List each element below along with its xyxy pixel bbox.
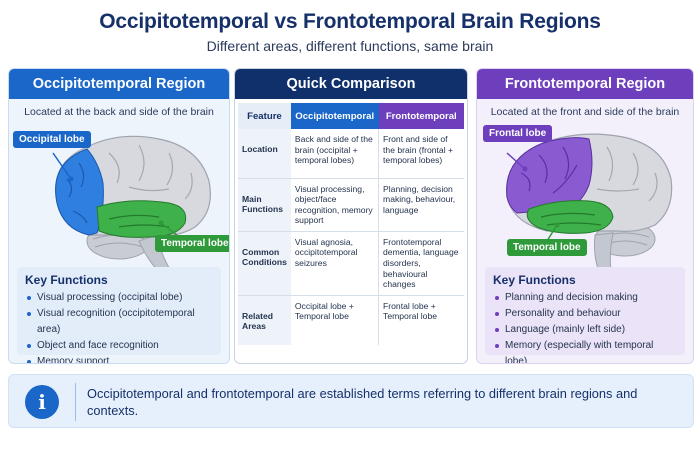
brain-icon — [506, 133, 673, 272]
list-item: Language (mainly left side) — [493, 322, 677, 338]
frontotemporal-key-functions: Key Functions Planning and decision maki… — [485, 267, 685, 363]
key-functions-title: Key Functions — [493, 273, 576, 287]
table-row: Common Conditions Visual agnosia, occipi… — [238, 231, 464, 296]
header-occipitotemporal: Occipitotemporal — [290, 103, 379, 129]
row-fro-cell: Planning, decision making, behaviour, la… — [378, 178, 464, 232]
list-item: Visual processing (occipital lobe) — [25, 290, 213, 306]
occipital-lobe-label: Occipital lobe — [13, 131, 91, 148]
key-functions-title: Key Functions — [25, 273, 108, 287]
list-item: Object and face recognition — [25, 338, 213, 354]
comparison-table: Feature Occipitotemporal Frontotemporal … — [238, 103, 464, 346]
comparison-panel: Quick Comparison Feature Occipitotempora… — [234, 68, 468, 364]
table-row: Location Back and side of the brain (occ… — [238, 129, 464, 179]
row-occ-cell: Visual agnosia, occipitotemporal seizure… — [290, 231, 380, 296]
header-frontotemporal: Frontotemporal — [378, 103, 464, 129]
row-feature: Main Functions — [242, 193, 284, 215]
frontotemporal-location: Located at the front and side of the bra… — [490, 106, 680, 118]
row-feature: Location — [242, 144, 278, 154]
comparison-panel-title: Quick Comparison — [235, 69, 467, 99]
list-item: Planning and decision making — [493, 290, 677, 306]
list-item: Memory support — [25, 354, 213, 363]
occipitotemporal-key-functions: Key Functions Visual processing (occipit… — [17, 267, 221, 363]
page-subtitle: Different areas, different functions, sa… — [206, 38, 494, 54]
frontotemporal-brain-illustration: Frontal lobe Temporal lobe — [477, 123, 693, 273]
row-fro-cell: Front and side of the brain (frontal + t… — [378, 129, 464, 179]
occipitotemporal-brain-illustration: Occipital lobe Temporal lobe — [9, 123, 229, 273]
list-item: Personality and behaviour — [493, 306, 677, 322]
brain-icon — [52, 135, 211, 272]
row-fro-cell: Frontotemporal dementia, language disord… — [378, 231, 464, 296]
frontotemporal-panel-title: Frontotemporal Region — [477, 69, 693, 99]
temporal-lobe-label-left: Temporal lobe — [155, 235, 229, 252]
header-feature: Feature — [238, 103, 291, 129]
occipitotemporal-panel: Occipitotemporal Region Located at the b… — [8, 68, 230, 364]
row-occ-cell: Visual processing, object/face recogniti… — [290, 178, 380, 232]
temporal-lobe-label-right: Temporal lobe — [507, 239, 587, 256]
occipitotemporal-location: Located at the back and side of the brai… — [24, 106, 214, 118]
row-occ-cell: Back and side of the brain (occipital + … — [290, 129, 380, 179]
footer-text: Occipitotemporal and frontotemporal are … — [87, 386, 638, 418]
table-row: Main Functions Visual processing, object… — [238, 178, 464, 232]
row-occ-cell: Occipital lobe + Temporal lobe — [290, 295, 380, 346]
row-fro-cell: Frontal lobe + Temporal lobe — [383, 300, 438, 322]
page-title: Occipitotemporal vs Frontotemporal Brain… — [99, 10, 601, 33]
table-row: Related Areas Occipital lobe + Temporal … — [238, 295, 464, 346]
info-icon: i — [25, 385, 59, 419]
list-item: Memory (especially with temporal lobe) — [493, 338, 677, 363]
row-feature: Related Areas — [242, 310, 274, 332]
frontal-lobe-label: Frontal lobe — [483, 125, 553, 142]
list-item: Visual recognition (occipitotemporal are… — [25, 306, 213, 338]
footer-divider — [75, 383, 76, 421]
occipitotemporal-panel-title: Occipitotemporal Region — [9, 69, 229, 99]
frontotemporal-panel: Frontotemporal Region Located at the fro… — [476, 68, 694, 364]
row-feature: Common Conditions — [242, 246, 287, 268]
info-footer: i Occipitotemporal and frontotemporal ar… — [8, 374, 694, 428]
